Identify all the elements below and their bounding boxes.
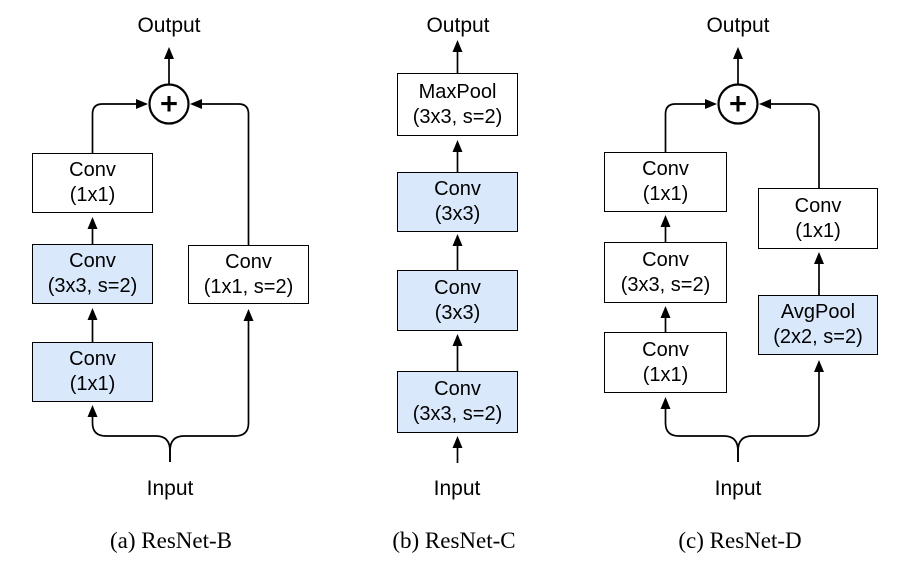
plus-icon: + [729,88,747,121]
output-label: Output [706,14,770,37]
add-node-circle [717,83,759,125]
plus-icon: + [160,88,178,121]
box-title: Conv [642,158,689,180]
box-params: (1x1) [642,363,689,386]
box-params: (1x1) [795,219,841,242]
box-title: AvgPool [780,301,856,323]
box-params: (3x3, s=2) [47,275,138,297]
conv-1x1-s2-shortcut-box: Conv (1x1, s=2) [188,245,309,304]
conv-1x1-box: Conv (1x1) [32,153,153,213]
input-fork-right-arrow [169,309,254,462]
input-label: Input [714,477,762,500]
shortcut-to-add-arrow [190,99,250,245]
box-params: (3x3, s=2) [412,105,503,128]
conv-1x1-box: Conv (1x1) [604,152,727,212]
conv-3x3-s2-box: Conv (3x3, s=2) [397,371,518,433]
diagram-caption: (a) ResNet-B [110,528,232,553]
conv-1x1-box: Conv (1x1) [32,342,153,402]
box-title: Conv [642,338,689,361]
add-node-circle [148,83,190,125]
box-title: Conv [69,348,116,370]
input-label: Input [146,477,194,500]
output-label: Output [426,14,490,37]
box-params: (2x2, s=2) [773,326,863,348]
box-params: (1x1) [69,373,116,395]
main-branch-to-add-arrow [664,99,717,152]
box-title: Conv [434,276,481,299]
diagram-caption: (b) ResNet-C [392,528,516,553]
main-branch-to-add-arrow [91,99,148,153]
box-params: (3x3) [434,203,481,225]
input-fork-left-arrow [660,397,739,462]
conv-3x3-box: Conv (3x3) [397,270,518,331]
avgpool-box: AvgPool (2x2, s=2) [758,295,878,355]
box-title: Conv [69,250,116,272]
conv-1x1-box: Conv (1x1) [604,332,727,393]
input-fork-right-arrow [737,360,824,462]
shortcut-to-add-arrow [759,99,820,188]
diagram-caption: (c) ResNet-D [678,528,802,553]
conv-1x1-shortcut-box: Conv (1x1) [758,188,878,249]
box-title: Conv [225,250,272,273]
box-title: Conv [434,378,481,400]
conv-3x3-s2-box: Conv (3x3, s=2) [32,244,153,304]
box-title: Conv [434,178,481,200]
input-fork-left-arrow [87,405,171,462]
box-params: (3x3, s=2) [412,403,503,425]
output-label: Output [137,14,201,37]
box-title: Conv [642,248,689,271]
maxpool-box: MaxPool (3x3, s=2) [397,73,518,136]
box-params: (3x3, s=2) [620,273,711,296]
box-title: Conv [69,159,116,181]
box-params: (1x1) [642,183,689,205]
box-params: (3x3) [434,301,481,324]
box-params: (1x1, s=2) [203,275,294,298]
conv-3x3-s2-box: Conv (3x3, s=2) [604,242,727,303]
box-title: Conv [794,194,842,217]
box-params: (1x1) [69,184,116,206]
box-title: MaxPool [418,80,497,103]
conv-3x3-box: Conv (3x3) [397,172,518,232]
input-label: Input [433,477,481,500]
